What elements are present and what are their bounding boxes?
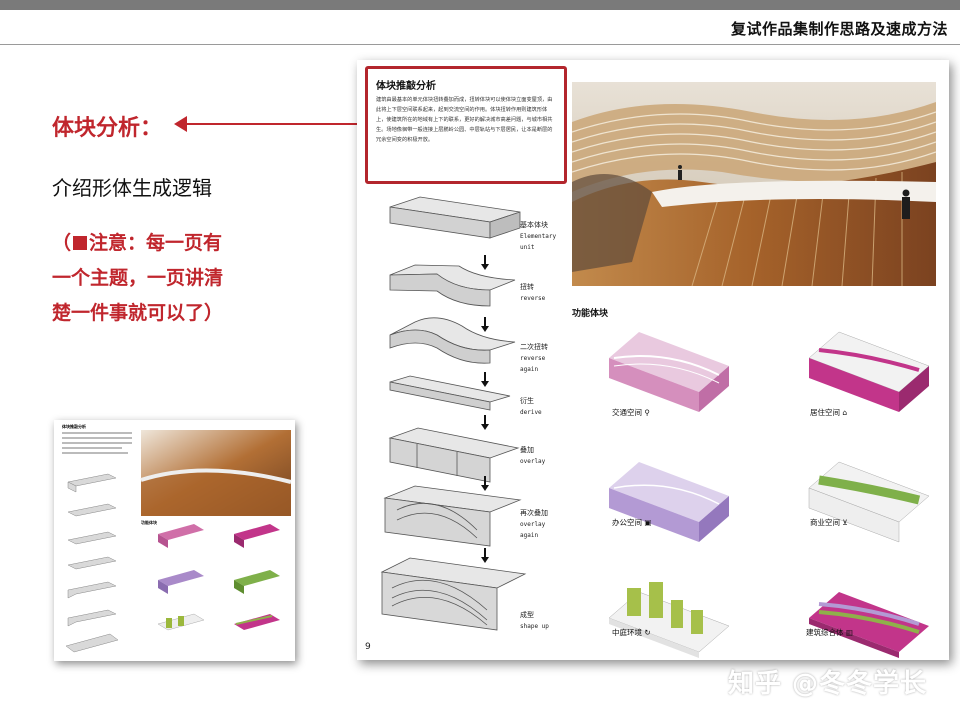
step-block-6 — [383, 485, 522, 547]
building-icon: ▥ — [845, 628, 853, 637]
note-line-2: 一个主题，一页讲清 — [52, 267, 224, 289]
analysis-callout: 体块推敲分析 建筑由最基本的单元体块扭转叠加而成，扭转体块可以使体块立面变屋顶，… — [365, 66, 567, 184]
function-block-office — [609, 462, 729, 542]
function-block-atrium — [608, 582, 730, 658]
page-number: 9 — [365, 642, 371, 652]
step-cn-1: 基本体块 — [520, 221, 548, 229]
step-label-3: 二次扭转 reverse again — [520, 342, 548, 375]
header-divider — [0, 44, 960, 45]
step-label-4: 衍生 derive — [520, 396, 542, 418]
render-photo — [572, 82, 936, 286]
step-label-7: 成型 shape up — [520, 610, 549, 632]
step-en-4: derive — [520, 409, 542, 416]
architecture-render-image — [572, 82, 936, 286]
step-en-3: reverse again — [520, 355, 546, 373]
watermark: 知乎 @冬冬学长 — [728, 669, 928, 699]
step-cn-4: 衍生 — [520, 397, 534, 405]
step-block-7 — [380, 557, 527, 631]
function-text-office: 办公空间 — [612, 518, 642, 527]
house-icon: ⌂ — [842, 408, 848, 417]
step-en-5: overlay — [520, 458, 546, 465]
function-label-residential: 居住空间 ⌂ — [810, 407, 847, 418]
function-label-commercial: 商业空间 ⊻ — [810, 517, 848, 528]
function-text-commercial: 商业空间 — [810, 518, 840, 527]
subtitle: 介绍形体生成逻辑 — [52, 176, 212, 200]
bicycle-icon: ⚲ — [644, 408, 650, 417]
step-en-1: Elementary unit — [520, 233, 557, 251]
function-label-traffic: 交通空间 ⚲ — [612, 407, 650, 418]
function-text-traffic: 交通空间 — [612, 408, 642, 417]
note-line-3: 楚一件事就可以了） — [52, 302, 224, 324]
step-block-3 — [389, 317, 516, 364]
note-paren: （ — [52, 232, 72, 254]
massing-steps-diagram — [380, 196, 527, 631]
thumbnail-page: 体块推敲分析 功能体块 — [54, 420, 295, 661]
header-title: 复试作品集制作思路及速成方法 — [730, 20, 948, 38]
function-label-office: 办公空间 ▣ — [612, 517, 651, 528]
function-text-complex: 建筑综合体 — [806, 628, 844, 637]
function-block-commercial — [808, 461, 930, 543]
note-block: （ 注意：每一页有 一个主题，一页讲清 楚一件事就可以了） — [52, 226, 282, 331]
step-block-2 — [389, 264, 516, 307]
function-label-atrium: 中庭环境 ↻ — [612, 627, 651, 638]
portfolio-page: 体块推敲分析 建筑由最基本的单元体块扭转叠加而成，扭转体块可以使体块立面变屋顶，… — [357, 60, 949, 660]
function-block-complex — [809, 592, 929, 658]
step-en-2: reverse — [520, 295, 546, 302]
square-bullet-icon — [73, 236, 88, 250]
step-label-2: 扭转 reverse — [520, 282, 545, 304]
step-cn-6: 再次叠加 — [520, 509, 548, 517]
function-label-complex: 建筑综合体 ▥ — [806, 627, 853, 638]
step-block-4 — [389, 375, 511, 411]
step-label-1: 基本体块 Elementary unit — [520, 220, 556, 253]
function-block-traffic — [609, 332, 729, 412]
recycle-icon: ↻ — [644, 628, 651, 637]
function-title: 功能体块 — [572, 309, 609, 319]
section-title: 体块分析： — [52, 116, 163, 141]
step-cn-3: 二次扭转 — [520, 343, 548, 351]
thumbnail-graphic: 功能体块 — [62, 430, 292, 653]
step-en-7: shape up — [520, 623, 549, 630]
note-line-1: （ 注意：每一页有 — [52, 226, 282, 261]
arrow-left-icon — [174, 116, 187, 132]
step-cn-2: 扭转 — [520, 283, 534, 291]
step-label-5: 叠加 overlay — [520, 445, 545, 467]
briefcase-icon: ▣ — [644, 518, 652, 527]
note-text-1: 注意：每一页有 — [89, 232, 223, 254]
callout-title: 体块推敲分析 — [376, 81, 436, 92]
callout-text: 建筑由最基本的单元体块扭转叠加而成，扭转体块可以使体块立面变屋顶，由此将上下层空… — [376, 97, 553, 143]
step-arrows — [481, 255, 489, 563]
step-en-6: overlay again — [520, 521, 546, 539]
step-block-1 — [389, 196, 521, 239]
top-bar — [0, 0, 960, 10]
thumb-title: 体块推敲分析 — [62, 424, 86, 429]
step-label-6: 再次叠加 overlay again — [520, 508, 548, 541]
function-blocks-diagram — [608, 331, 930, 658]
step-cn-7: 成型 — [520, 611, 534, 619]
thumb-func-title: 功能体块 — [141, 519, 157, 525]
function-block-residential — [808, 331, 930, 412]
cart-icon: ⊻ — [842, 518, 848, 527]
pointer-arrow-line — [186, 123, 364, 125]
step-cn-5: 叠加 — [520, 446, 534, 454]
step-block-5 — [388, 427, 520, 483]
function-text-atrium: 中庭环境 — [612, 628, 642, 637]
function-text-residential: 居住空间 — [810, 408, 840, 417]
